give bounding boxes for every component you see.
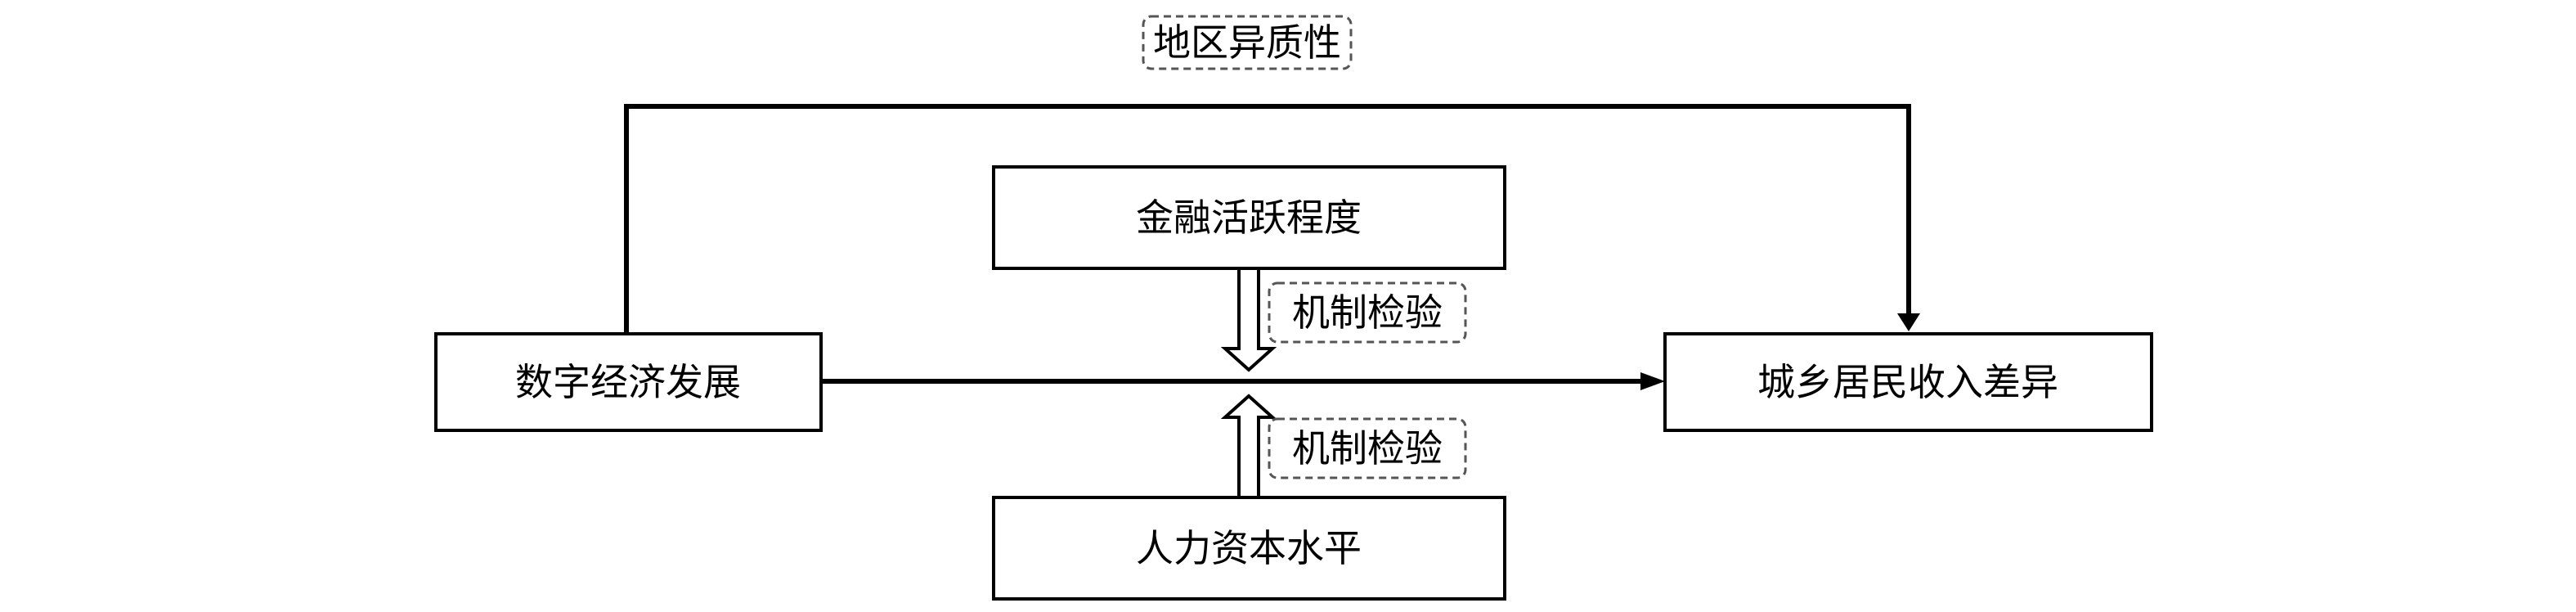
- mechanism-bottom-tag-label: 机制检验: [1292, 426, 1443, 470]
- main-effect-arrow: [821, 372, 1665, 390]
- target-node: 城乡居民收入差异: [1663, 332, 2153, 432]
- mechanism-top-arrow: [1220, 267, 1277, 372]
- mechanism-bottom-tag: 机制检验: [1268, 417, 1467, 479]
- source-node-label: 数字经济发展: [515, 360, 741, 404]
- main-effect-arrowhead: [1640, 372, 1665, 390]
- mediator-bottom-label: 人力资本水平: [1136, 526, 1362, 570]
- mediator-top-node: 金融活跃程度: [992, 165, 1506, 270]
- target-node-label: 城乡居民收入差异: [1757, 360, 2058, 404]
- mediator-bottom-node: 人力资本水平: [992, 496, 1506, 601]
- heterogeneity-tag: 地区异质性: [1142, 15, 1353, 70]
- heterogeneity-arrowhead: [1897, 313, 1920, 331]
- mediator-top-label: 金融活跃程度: [1136, 196, 1362, 240]
- mechanism-top-tag-label: 机制检验: [1292, 290, 1443, 335]
- source-node: 数字经济发展: [434, 332, 823, 432]
- heterogeneity-tag-label: 地区异质性: [1153, 20, 1341, 65]
- regional-heterogeneity-path: [624, 104, 1920, 334]
- mechanism-top-tag: 机制检验: [1268, 281, 1467, 344]
- mechanism-bottom-arrow: [1220, 394, 1277, 499]
